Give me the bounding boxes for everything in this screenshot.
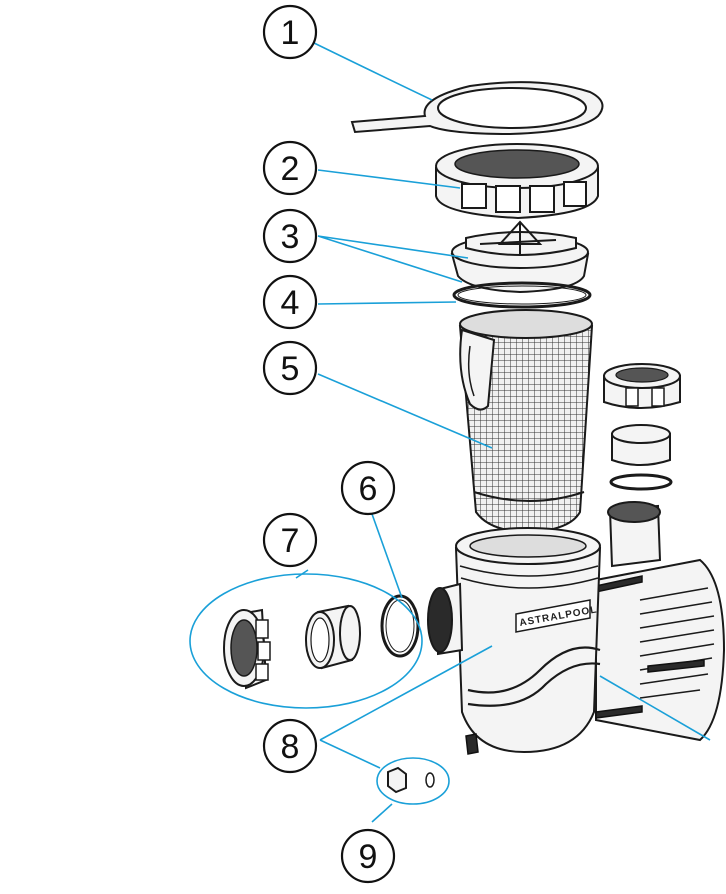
callout-3: 3 (262, 208, 318, 264)
callout-8-label: 8 (281, 728, 300, 766)
callout-9-label: 9 (359, 838, 378, 876)
callout-2: 2 (262, 140, 318, 196)
callout-9: 9 (340, 828, 396, 884)
part-discharge-union (603, 363, 681, 491)
callout-5: 5 (262, 340, 318, 396)
callout-2-label: 2 (281, 150, 300, 188)
part-lid-ring-nut (435, 143, 599, 220)
callout-7: 7 (262, 512, 318, 568)
part-strainer-basket (458, 309, 594, 534)
callout-6-label: 6 (359, 470, 378, 508)
part-transparent-lid (450, 220, 590, 294)
part-key-wrench (350, 81, 604, 136)
callout-6: 6 (340, 460, 396, 516)
part-union-o-ring (380, 594, 420, 658)
part-drain-plug-set (387, 766, 435, 794)
callout-5-label: 5 (281, 350, 300, 388)
callout-7-label: 7 (281, 522, 300, 560)
part-union-fitting-set (223, 604, 361, 690)
leader-lines (189, 41, 711, 823)
callout-4-label: 4 (281, 284, 300, 322)
callout-1-label: 1 (281, 14, 300, 52)
callout-3-label: 3 (281, 218, 300, 256)
callout-4: 4 (262, 274, 318, 330)
callout-1: 1 (262, 4, 318, 60)
part-pump-body: ASTRALPOOL (427, 501, 726, 755)
part-lid-o-ring (452, 281, 592, 309)
callout-8: 8 (262, 718, 318, 774)
